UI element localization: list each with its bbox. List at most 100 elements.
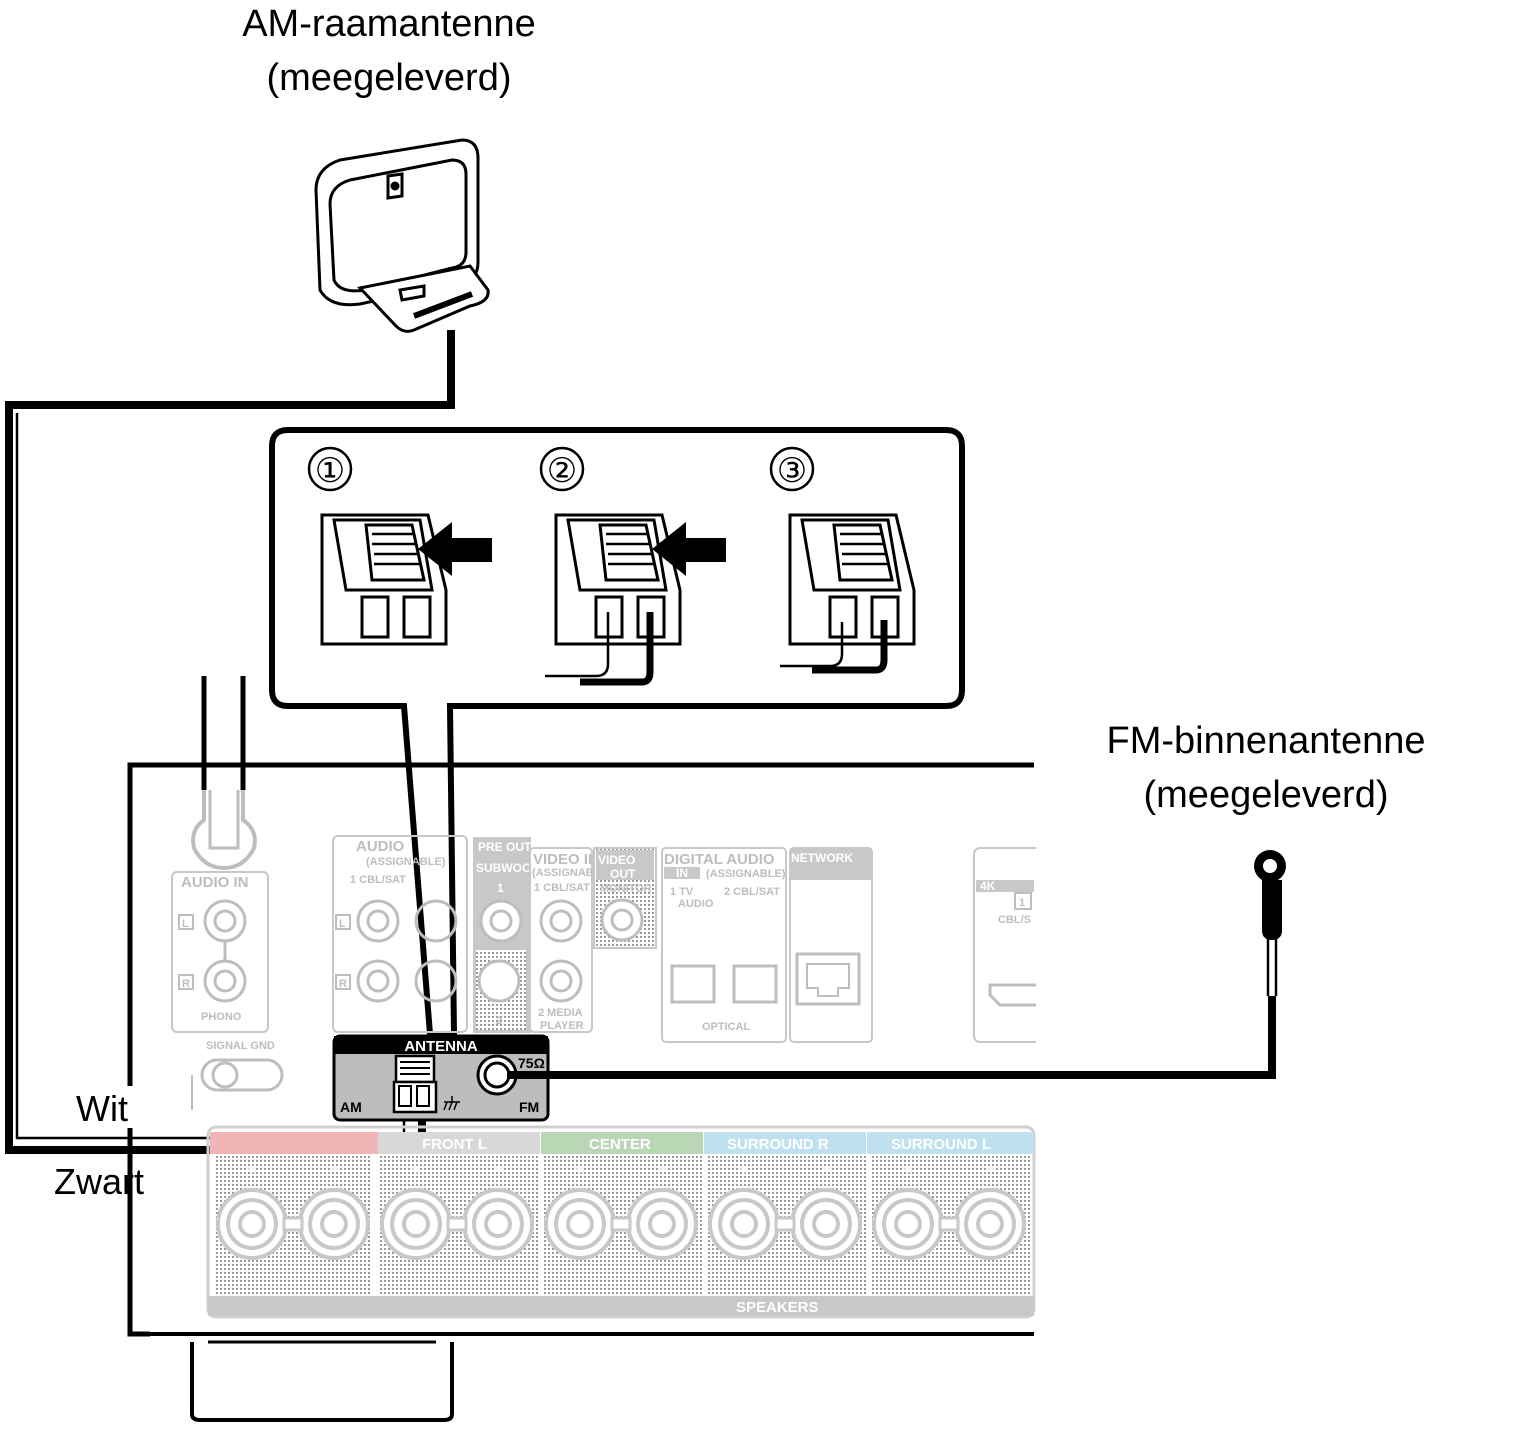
step-3-lever-lines	[840, 532, 888, 566]
step-3-number: ③	[777, 452, 807, 490]
subwoofer-label: SUBWOOFER	[476, 861, 556, 875]
tv-audio-label: 1 TV	[670, 886, 694, 898]
surround-l-label: SURROUND L	[891, 1136, 991, 1153]
media-player-label-2: PLAYER	[540, 1020, 584, 1032]
hdmi-port[interactable]	[988, 983, 1042, 1007]
step-1-arrow-icon	[418, 522, 492, 576]
fm-ohm-label: 75Ω	[518, 1055, 545, 1071]
step-1-circle	[307, 446, 353, 492]
step-2: ②	[539, 446, 726, 686]
speakers-section: FRONT L CENTER SURROUND R SURROUND L +−+…	[206, 1125, 1036, 1319]
step-2-arrow-icon	[652, 522, 726, 576]
fm-cable	[507, 996, 1276, 1079]
terminal-bridge	[610, 1216, 632, 1232]
video-out-label: VIDEO	[598, 853, 635, 867]
network-label: NETWORK	[791, 851, 853, 865]
optical-label: OPTICAL	[702, 1021, 751, 1033]
step-3-black-wire	[812, 620, 888, 674]
signal-gnd-terminal[interactable]	[200, 1058, 284, 1092]
speaker-terminal-surround-l-plus[interactable]: +	[872, 1161, 944, 1260]
audio-r-marker: R	[339, 978, 347, 990]
speaker-terminal-front-r-plus[interactable]: +	[216, 1161, 288, 1260]
step-3-white-wire	[780, 622, 844, 668]
phono-r-marker: R	[182, 978, 190, 990]
center-label: CENTER	[589, 1136, 651, 1153]
speaker-terminal-center-plus[interactable]: +	[544, 1161, 616, 1260]
minus-sign: −	[986, 1161, 995, 1178]
optical-1-jack[interactable]	[670, 964, 716, 1004]
am-loop-antenna-icon	[314, 138, 490, 333]
video-in-2-jack[interactable]	[539, 959, 583, 1003]
speaker-terminal-surround-r-plus[interactable]: +	[708, 1161, 780, 1260]
media-player-label-1: 2 MEDIA	[538, 1007, 583, 1019]
wire-black-label: Zwart	[54, 1161, 144, 1202]
subwoofer-1-jack[interactable]	[479, 899, 523, 943]
video-in-label: VIDEO IN	[533, 851, 599, 868]
antenna-label: ANTENNA	[404, 1038, 477, 1055]
digital-in-label: IN	[676, 866, 688, 880]
monitor-jack[interactable]	[600, 898, 644, 942]
front-l-header	[378, 1132, 540, 1154]
hdmi-4k-label: 4K	[980, 879, 996, 893]
minus-sign: −	[822, 1161, 831, 1178]
plus-sign: +	[576, 1161, 585, 1178]
audio-in-label: AUDIO IN	[181, 874, 249, 891]
hdmi-1-marker: 1	[1019, 897, 1025, 909]
am-terminal[interactable]	[392, 1054, 438, 1114]
speaker-pair-front-r: +−	[216, 1161, 370, 1260]
minus-sign: −	[330, 1161, 339, 1178]
digital-cbl-sat-label: 2 CBL/SAT	[724, 886, 780, 898]
step-1-lever-lines	[372, 532, 420, 566]
speaker-terminal-front-l-minus[interactable]: −	[462, 1161, 534, 1260]
terminal-bridge	[774, 1216, 796, 1232]
optical-2-jack[interactable]	[732, 964, 778, 1004]
center-header	[541, 1132, 703, 1154]
phono-label: PHONO	[201, 1011, 242, 1023]
phono-r-jack[interactable]	[203, 959, 247, 1003]
ground-symbol-icon	[443, 1096, 460, 1111]
phono-l-jack[interactable]	[203, 899, 247, 943]
step-1: ①	[307, 446, 492, 646]
minus-sign: −	[658, 1161, 667, 1178]
step-3: ③	[769, 446, 916, 674]
plus-sign: +	[248, 1161, 257, 1178]
video-in-section: VIDEO IN (ASSIGNABLE) 1 CBL/SAT 2 MEDIA …	[529, 847, 612, 1033]
audio-assignable-label: AUDIO	[356, 838, 405, 855]
step-2-circle	[539, 446, 585, 492]
minus-sign: −	[494, 1161, 503, 1178]
fm-antenna-icon	[1254, 850, 1286, 996]
step-2-terminal-icon	[554, 513, 682, 646]
subwoofer-2-label: 2	[496, 1015, 502, 1027]
video-out-section: VIDEO OUT MONITOR	[593, 847, 657, 949]
speaker-pair-center: +−	[544, 1161, 698, 1260]
terminal-bridge	[446, 1216, 468, 1232]
surround-l-header	[867, 1132, 1034, 1154]
am-antenna-title-line2: (meegeleverd)	[267, 57, 512, 99]
step-1-number: ①	[315, 452, 345, 490]
network-port[interactable]	[795, 952, 861, 1006]
terminal-bridge	[938, 1216, 960, 1232]
video-in-1-jack[interactable]	[539, 899, 583, 943]
speaker-pair-front-l: +−	[380, 1161, 534, 1260]
fm-antenna-title-line1: FM-binnenantenne	[1107, 720, 1426, 762]
phono-l-marker: L	[182, 918, 189, 930]
speaker-pair-surround-r: +−	[708, 1161, 862, 1260]
subwoofer-2-jack[interactable]	[477, 959, 521, 1003]
plus-sign: +	[740, 1161, 749, 1178]
digital-assignable-label: (ASSIGNABLE)	[706, 868, 786, 880]
terminal-bridge	[282, 1216, 304, 1232]
network-section: NETWORK	[789, 847, 873, 1043]
speaker-terminal-front-r-minus[interactable]: −	[298, 1161, 370, 1260]
front-r-header	[210, 1132, 415, 1154]
monitor-label: MONITOR	[600, 883, 652, 895]
speaker-terminal-front-l-plus[interactable]: +	[380, 1161, 452, 1260]
step-2-lever-lines	[606, 532, 654, 566]
video-cbl-sat-label: 1 CBL/SAT	[534, 882, 590, 894]
speaker-terminal-surround-r-minus[interactable]: −	[790, 1161, 862, 1260]
receiver-rear-panel	[127, 762, 1034, 1422]
audio-cbl-sat-label: 1 CBL/SAT	[350, 874, 406, 886]
speakers-label-bar	[208, 1296, 1034, 1316]
audio-l-marker: L	[339, 918, 346, 930]
step-2-white-wire	[545, 612, 610, 678]
